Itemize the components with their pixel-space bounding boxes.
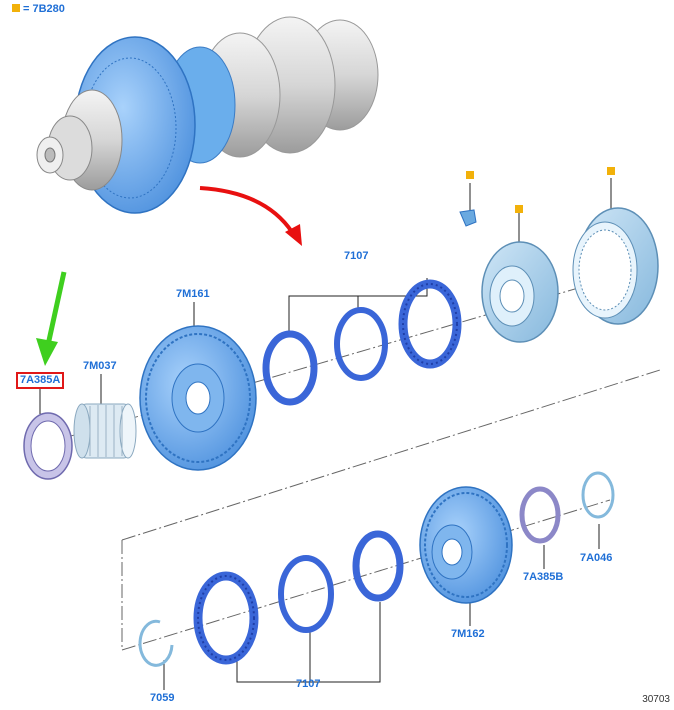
snap-ring-7a046 <box>581 471 615 519</box>
synchro-ring-bottom-2 <box>278 555 334 633</box>
synchronizer-sleeve <box>572 207 659 325</box>
red-arrow-icon <box>199 186 302 246</box>
green-arrow-icon <box>36 271 67 366</box>
synchro-ring-top-2 <box>334 307 388 381</box>
axis-lines <box>39 269 661 651</box>
label-7107-bottom: 7107 <box>296 678 321 690</box>
label-7059: 7059 <box>150 692 175 704</box>
marker-7b280-icon <box>466 167 615 213</box>
label-7m037: 7M037 <box>83 360 117 372</box>
label-7107-top: 7107 <box>344 250 369 262</box>
legend-marker-icon <box>12 4 20 12</box>
label-7a046: 7A046 <box>580 552 613 564</box>
gear-7m162 <box>419 486 513 604</box>
needle-bearing <box>73 403 137 459</box>
label-7a385a: 7A385A <box>16 372 65 389</box>
synchro-ring-top-1 <box>262 330 318 406</box>
reference-code: 30703 <box>642 694 670 705</box>
shaft-assembly <box>36 16 379 214</box>
thrust-washer-front <box>23 412 73 480</box>
snap-ring-7059 <box>138 619 174 667</box>
shift-fork-pin <box>459 209 477 227</box>
label-7m161: 7M161 <box>176 288 210 300</box>
label-7m162: 7M162 <box>451 628 485 640</box>
synchro-ring-top-3 <box>398 279 462 369</box>
synchro-ring-bottom-3 <box>352 530 404 602</box>
legend-text: = 7B280 <box>23 3 65 15</box>
thrust-washer-rear <box>519 486 561 544</box>
synchronizer-hub <box>481 241 559 343</box>
gear-7m161 <box>139 325 257 471</box>
label-7a385b: 7A385B <box>523 571 564 583</box>
synchro-ring-bottom-1 <box>193 571 259 665</box>
legend: = 7B280 <box>12 3 65 15</box>
